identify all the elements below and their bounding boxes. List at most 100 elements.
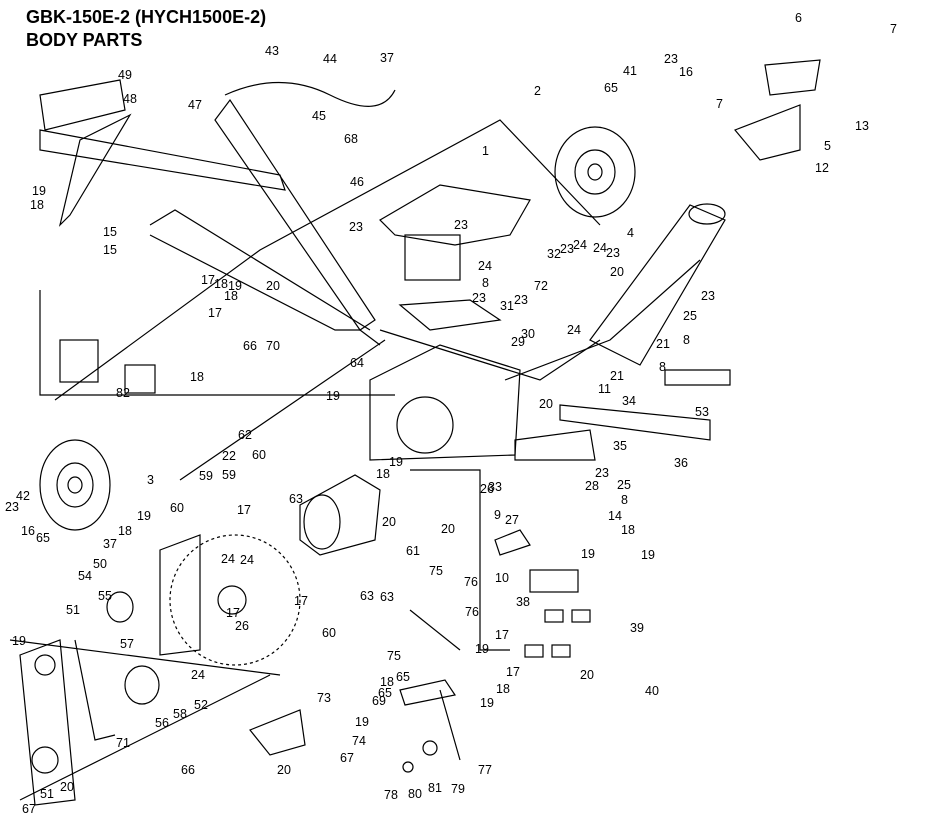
part-callout-label: 39 <box>630 621 644 635</box>
part-callout-label: 18 <box>376 467 390 481</box>
part-callout-label: 25 <box>683 309 697 323</box>
part-callout-label: 22 <box>222 449 236 463</box>
part-callout-label: 60 <box>322 626 336 640</box>
part-callout-label: 75 <box>429 564 443 578</box>
part-callout-label: 65 <box>378 686 392 700</box>
part-callout-label: 41 <box>623 64 637 78</box>
part-callout-label: 63 <box>380 590 394 604</box>
part-callout-label: 13 <box>855 119 869 133</box>
part-callout-label: 20 <box>277 763 291 777</box>
part-callout-label: 75 <box>387 649 401 663</box>
part-callout-label: 29 <box>511 335 525 349</box>
part-callout-label: 23 <box>454 218 468 232</box>
part-callout-label: 24 <box>191 668 205 682</box>
part-callout-label: 81 <box>428 781 442 795</box>
part-callout-label: 66 <box>243 339 257 353</box>
part-callout-label: 18 <box>118 524 132 538</box>
hitch-coupler <box>664 369 731 386</box>
part-callout-label: 14 <box>608 509 622 523</box>
part-callout-label: 63 <box>360 589 374 603</box>
part-callout-label: 19 <box>32 184 46 198</box>
part-callout-label: 60 <box>170 501 184 515</box>
part-callout-label: 18 <box>30 198 44 212</box>
part-callout-label: 20 <box>441 522 455 536</box>
part-callout-label: 28 <box>585 479 599 493</box>
part-callout-label: 18 <box>380 675 394 689</box>
part-callout-label: 79 <box>451 782 465 796</box>
part-callout-label: 18 <box>224 289 238 303</box>
part-callout-label: 17 <box>495 628 509 642</box>
part-callout-label: 24 <box>478 259 492 273</box>
part-callout-label: 24 <box>240 553 254 567</box>
part-callout-label: 21 <box>610 369 624 383</box>
part-callout-label: 27 <box>505 513 519 527</box>
part-callout-label: 8 <box>659 360 666 374</box>
part-callout-label: 19 <box>581 547 595 561</box>
part-callout-label: 24 <box>221 552 235 566</box>
chipper-housing <box>369 344 521 461</box>
part-callout-label: 19 <box>480 696 494 710</box>
part-callout-label: 25 <box>617 478 631 492</box>
part-callout-label: 23 <box>595 466 609 480</box>
part-callout-label: 67 <box>340 751 354 765</box>
part-callout-label: 70 <box>266 339 280 353</box>
part-callout-label: 20 <box>382 515 396 529</box>
part-callout-label: 23 <box>606 246 620 260</box>
deflector <box>734 104 801 161</box>
part-callout-label: 21 <box>656 337 670 351</box>
part-callout-label: 23 <box>701 289 715 303</box>
part-callout-label: 17 <box>237 503 251 517</box>
part-callout-label: 17 <box>506 665 520 679</box>
part-callout-label: 8 <box>482 276 489 290</box>
part-callout-label: 8 <box>621 493 628 507</box>
part-callout-label: 54 <box>78 569 92 583</box>
part-callout-label: 20 <box>60 780 74 794</box>
part-callout-label: 18 <box>190 370 204 384</box>
part-callout-label: 10 <box>495 571 509 585</box>
bearing <box>217 585 247 615</box>
engine-block <box>404 234 461 281</box>
clamp-block <box>529 569 579 593</box>
cross-bar <box>39 129 286 191</box>
part-callout-label: 23 <box>560 242 574 256</box>
part-callout-label: 76 <box>464 575 478 589</box>
part-callout-label: 48 <box>123 92 137 106</box>
belt-plate <box>159 534 201 656</box>
part-callout-label: 17 <box>201 273 215 287</box>
part-callout-label: 57 <box>120 637 134 651</box>
part-callout-label: 19 <box>389 455 403 469</box>
engine-outline <box>379 184 531 246</box>
pulley-upper <box>106 591 134 623</box>
part-callout-label: 17 <box>226 606 240 620</box>
title-section-line: BODY PARTS <box>26 30 143 50</box>
part-callout-label: 20 <box>610 265 624 279</box>
part-callout-label: 49 <box>118 68 132 82</box>
part-callout-label: 52 <box>194 698 208 712</box>
part-callout-label: 53 <box>695 405 709 419</box>
battery <box>124 364 156 394</box>
part-callout-label: 8 <box>683 333 690 347</box>
part-callout-label: 6 <box>795 11 802 25</box>
part-callout-label: 7 <box>716 97 723 111</box>
part-callout-label: 44 <box>323 52 337 66</box>
drum <box>299 474 381 556</box>
part-callout-label: 23 <box>349 220 363 234</box>
part-callout-label: 19 <box>326 389 340 403</box>
flywheel <box>396 396 454 454</box>
throttle-cable <box>224 82 396 107</box>
part-callout-label: 73 <box>317 691 331 705</box>
callout-number-layer: 1234567788889101112131415151616171717171… <box>5 11 897 816</box>
part-callout-label: 80 <box>408 787 422 801</box>
part-callout-label: 20 <box>580 668 594 682</box>
part-callout-label: 37 <box>380 51 394 65</box>
control-panel <box>39 79 126 131</box>
part-callout-label: 38 <box>516 595 530 609</box>
part-callout-label: 15 <box>103 243 117 257</box>
part-callout-label: 37 <box>103 537 117 551</box>
part-callout-label: 58 <box>173 707 187 721</box>
part-callout-label: 24 <box>573 238 587 252</box>
part-callout-label: 46 <box>350 175 364 189</box>
battery-box <box>59 339 99 383</box>
part-callout-label: 59 <box>199 469 213 483</box>
part-callout-label: 45 <box>312 109 326 123</box>
